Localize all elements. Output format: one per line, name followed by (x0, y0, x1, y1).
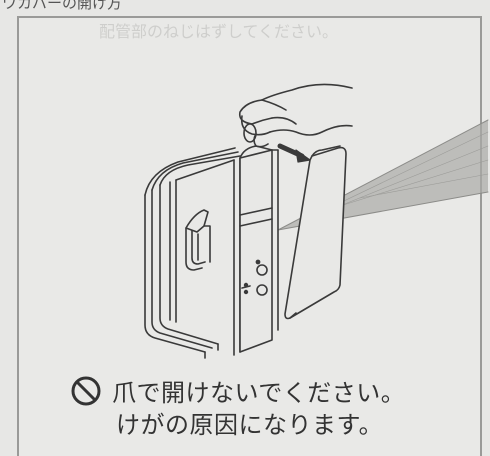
warning-line-1: 爪で開けないでください。 (70, 375, 450, 409)
warning-text-1: 爪で開けないでください。 (112, 379, 406, 407)
warning-text-2: けがの原因になります。 (116, 411, 384, 439)
unit-body (144, 147, 241, 359)
hand (238, 83, 353, 148)
front-cover (271, 145, 347, 331)
header-text: ワカバーの開け方 (2, 0, 123, 12)
warning-message: 爪で開けないでください。 けがの原因になります。 (70, 375, 450, 441)
prohibited-icon (71, 376, 101, 406)
hook-detail (185, 209, 211, 271)
warning-line-2: けがの原因になります。 (70, 409, 450, 441)
bleed-through-text: 配管部のねじはずしてください。 (99, 22, 339, 41)
pull-arrow (277, 143, 311, 163)
front-panel (239, 145, 273, 353)
header-strip: ワカバーの開け方 (0, 0, 490, 14)
